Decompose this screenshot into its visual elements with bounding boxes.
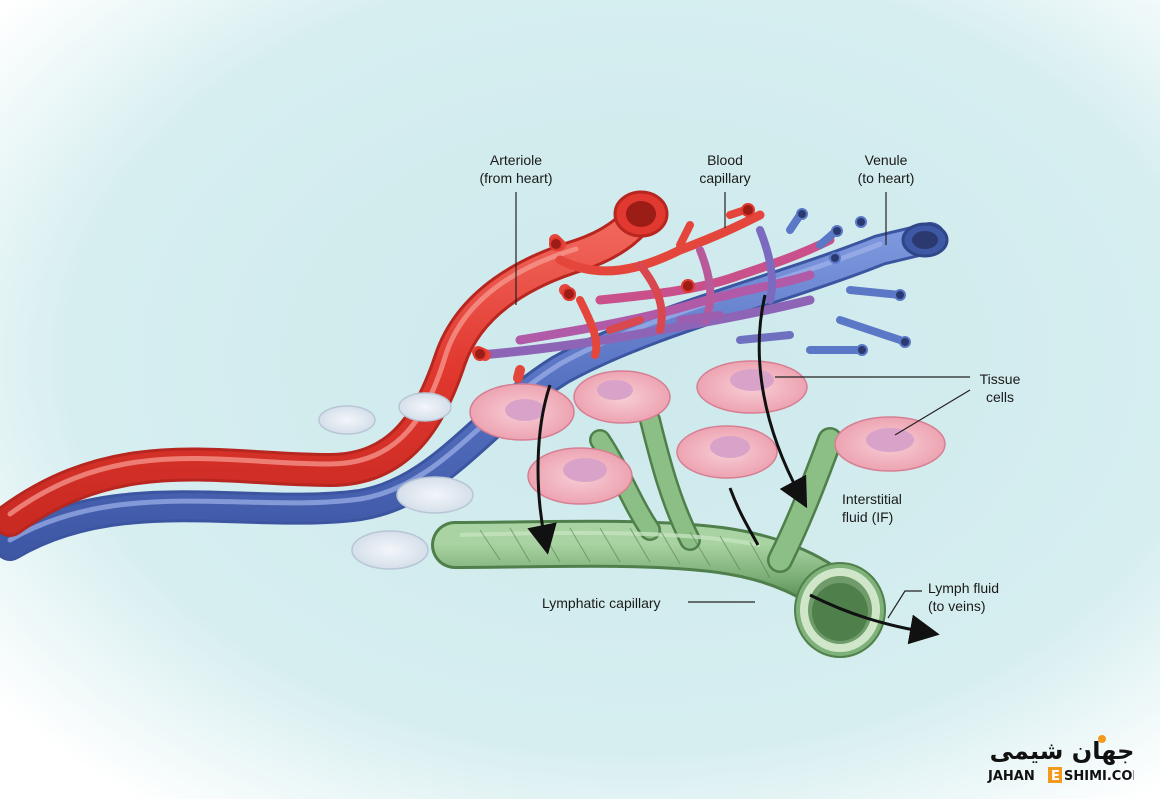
svg-text:جهان شیمی: جهان شیمی bbox=[990, 737, 1134, 765]
flow-arrow bbox=[757, 294, 808, 509]
label-arteriole: Arteriole (from heart) bbox=[456, 151, 576, 187]
tissue-cell bbox=[834, 416, 946, 472]
tissue-cells bbox=[469, 360, 946, 505]
label-venule-line1: Venule bbox=[864, 152, 908, 168]
tissue-cell bbox=[573, 370, 671, 424]
leader-lymph bbox=[887, 590, 922, 619]
flow-arrows bbox=[527, 294, 940, 645]
label-arteriole-line1: Arteriole bbox=[489, 152, 543, 168]
flow-arrow bbox=[527, 384, 557, 555]
faded-cells bbox=[318, 392, 474, 570]
label-tissue-line1: Tissue bbox=[979, 371, 1021, 387]
label-interstitial-line2: fluid (IF) bbox=[842, 509, 894, 525]
tissue-cell bbox=[527, 447, 633, 505]
watermark-logo: جهان شیمی JAHAN E SHIMI.COM bbox=[984, 729, 1145, 787]
label-tissue-line2: cells bbox=[985, 389, 1014, 405]
label-lymph-line1: Lymph fluid bbox=[928, 580, 1000, 596]
label-interstitial-fluid: Interstitial fluid (IF) bbox=[842, 490, 902, 526]
capillary-network bbox=[472, 206, 904, 383]
label-lymph-fluid: Lymph fluid (to veins) bbox=[928, 579, 999, 615]
svg-text:JAHAN: JAHAN bbox=[987, 769, 1035, 784]
label-venule-line2: (to heart) bbox=[857, 170, 915, 186]
flow-arrow bbox=[809, 593, 940, 645]
label-capillary-line1: Blood bbox=[707, 152, 743, 168]
watermark-graphic: جهان شیمی JAHAN E SHIMI.COM bbox=[987, 735, 1145, 784]
leader-lines bbox=[515, 192, 971, 619]
tissue-cell bbox=[696, 360, 808, 414]
tissue-cell bbox=[469, 383, 575, 441]
label-lymph-line2: (to veins) bbox=[928, 598, 986, 614]
tissue-cell bbox=[676, 425, 778, 479]
label-lymphatic-text: Lymphatic capillary bbox=[542, 595, 661, 611]
label-lymphatic-capillary: Lymphatic capillary bbox=[542, 594, 661, 612]
label-interstitial-line1: Interstitial bbox=[842, 491, 902, 507]
label-venule: Venule (to heart) bbox=[836, 151, 936, 187]
flow-arrow bbox=[728, 487, 760, 546]
svg-text:E: E bbox=[1051, 769, 1060, 784]
label-arteriole-line2: (from heart) bbox=[479, 170, 553, 186]
label-blood-capillary: Blood capillary bbox=[675, 151, 775, 187]
label-capillary-line2: capillary bbox=[699, 170, 751, 186]
svg-text:SHIMI.COM: SHIMI.COM bbox=[1064, 769, 1134, 784]
leader-tissue-2 bbox=[894, 389, 971, 436]
label-tissue-cells: Tissue cells bbox=[960, 370, 1040, 406]
capillary-openings bbox=[473, 203, 911, 361]
